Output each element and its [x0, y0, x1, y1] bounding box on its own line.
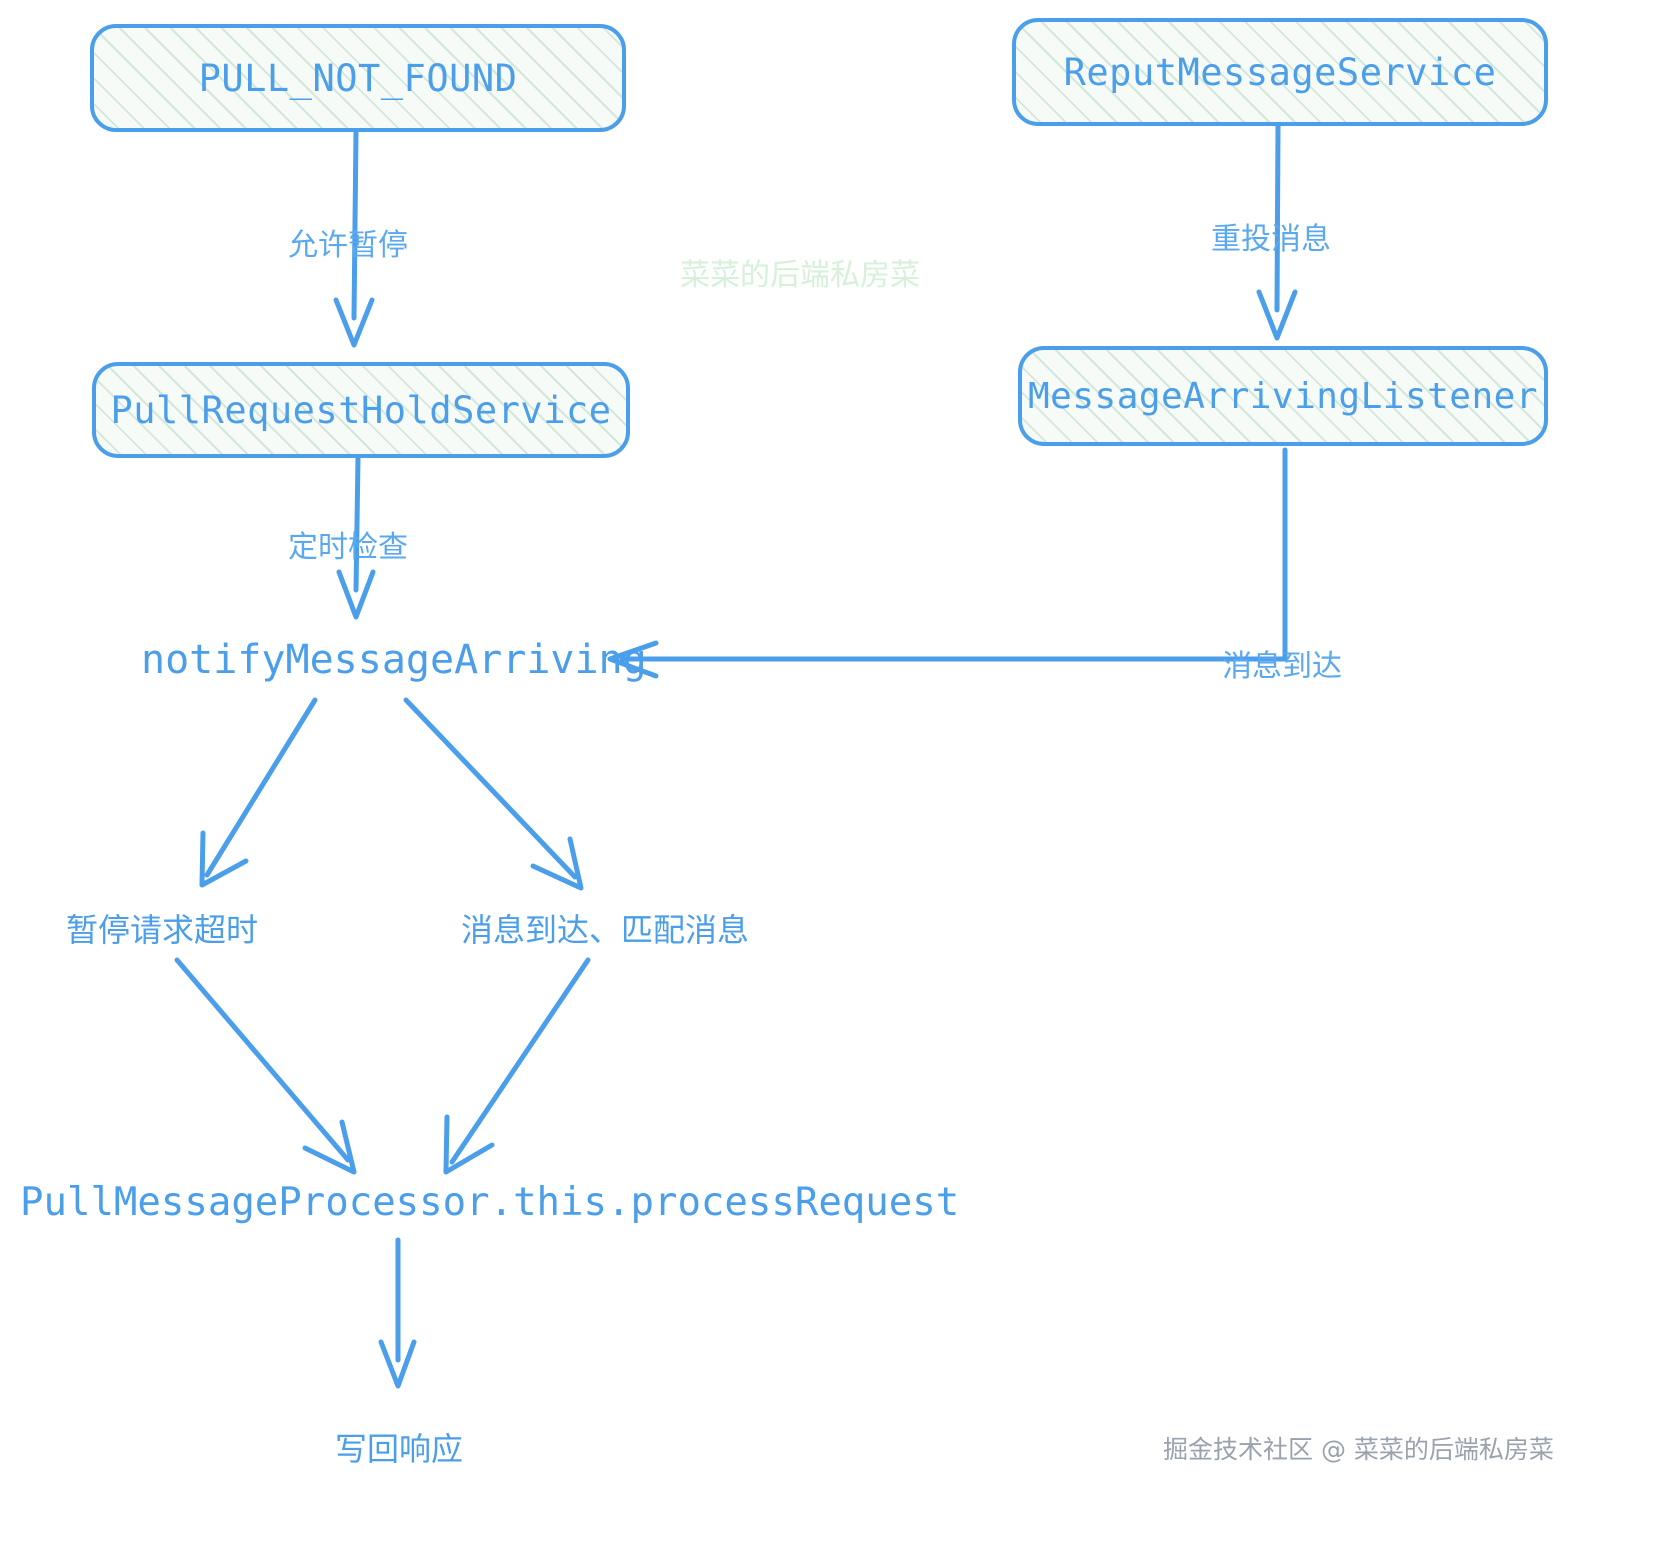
node-notify-message-arriving-label: notifyMessageArriving — [141, 637, 647, 683]
edge-repost-message — [1256, 122, 1298, 341]
edge-label-allow-pause-text: 允许暂停 — [288, 228, 408, 263]
edge-label-scheduled-check: 定时检查 — [288, 522, 408, 566]
node-write-response[interactable]: 写回响应 — [335, 1424, 463, 1470]
node-reput-message-service[interactable]: ReputMessageService — [1012, 18, 1548, 126]
edge-label-repost-message-text: 重投消息 — [1211, 222, 1331, 257]
watermark-corner: 掘金技术社区 @ 菜菜的后端私房菜 — [1163, 1430, 1554, 1466]
edge-to-pause-timeout — [199, 697, 318, 888]
watermark-center-text: 菜菜的后端私房菜 — [680, 258, 920, 293]
edge-scheduled-check — [336, 455, 376, 620]
node-reput-message-service-label: ReputMessageService — [1063, 50, 1497, 94]
node-pull-request-hold-service-label: PullRequestHoldService — [110, 388, 612, 432]
edge-label-repost-message: 重投消息 — [1211, 214, 1331, 258]
node-notify-message-arriving[interactable]: notifyMessageArriving — [141, 637, 647, 683]
node-message-arrived-matched[interactable]: 消息到达、匹配消息 — [461, 905, 749, 951]
edge-label-message-arrived: 消息到达 — [1222, 641, 1342, 685]
edge-label-scheduled-check-text: 定时检查 — [288, 530, 408, 565]
node-message-arriving-listener[interactable]: MessageArrivingListener — [1018, 346, 1548, 446]
edge-to-arrived-matched — [403, 697, 584, 891]
node-pause-request-timeout[interactable]: 暂停请求超时 — [66, 905, 258, 951]
node-pull-not-found-label: PULL_NOT_FOUND — [198, 56, 518, 100]
watermark-center: 菜菜的后端私房菜 — [680, 250, 920, 294]
edge-allow-pause — [333, 129, 375, 348]
edge-label-message-arrived-text: 消息到达 — [1222, 649, 1342, 684]
edge-to-write-response — [378, 1237, 417, 1389]
node-pull-request-hold-service[interactable]: PullRequestHoldService — [92, 362, 630, 458]
node-process-request[interactable]: PullMessageProcessor.this.processRequest — [20, 1180, 959, 1225]
edge-matched-to-process — [443, 957, 591, 1175]
node-pull-not-found[interactable]: PULL_NOT_FOUND — [90, 24, 626, 132]
edge-timeout-to-process — [174, 957, 357, 1175]
node-write-response-label: 写回响应 — [335, 1430, 464, 1468]
node-process-request-label: PullMessageProcessor.this.processRequest — [20, 1180, 960, 1225]
edge-label-allow-pause: 允许暂停 — [288, 220, 408, 264]
node-message-arriving-listener-label: MessageArrivingListener — [1028, 375, 1538, 417]
edge-message-arrived — [607, 447, 1288, 679]
watermark-corner-text: 掘金技术社区 @ 菜菜的后端私房菜 — [1163, 1435, 1554, 1464]
node-pause-request-timeout-label: 暂停请求超时 — [66, 911, 259, 949]
node-message-arrived-matched-label: 消息到达、匹配消息 — [461, 911, 750, 949]
